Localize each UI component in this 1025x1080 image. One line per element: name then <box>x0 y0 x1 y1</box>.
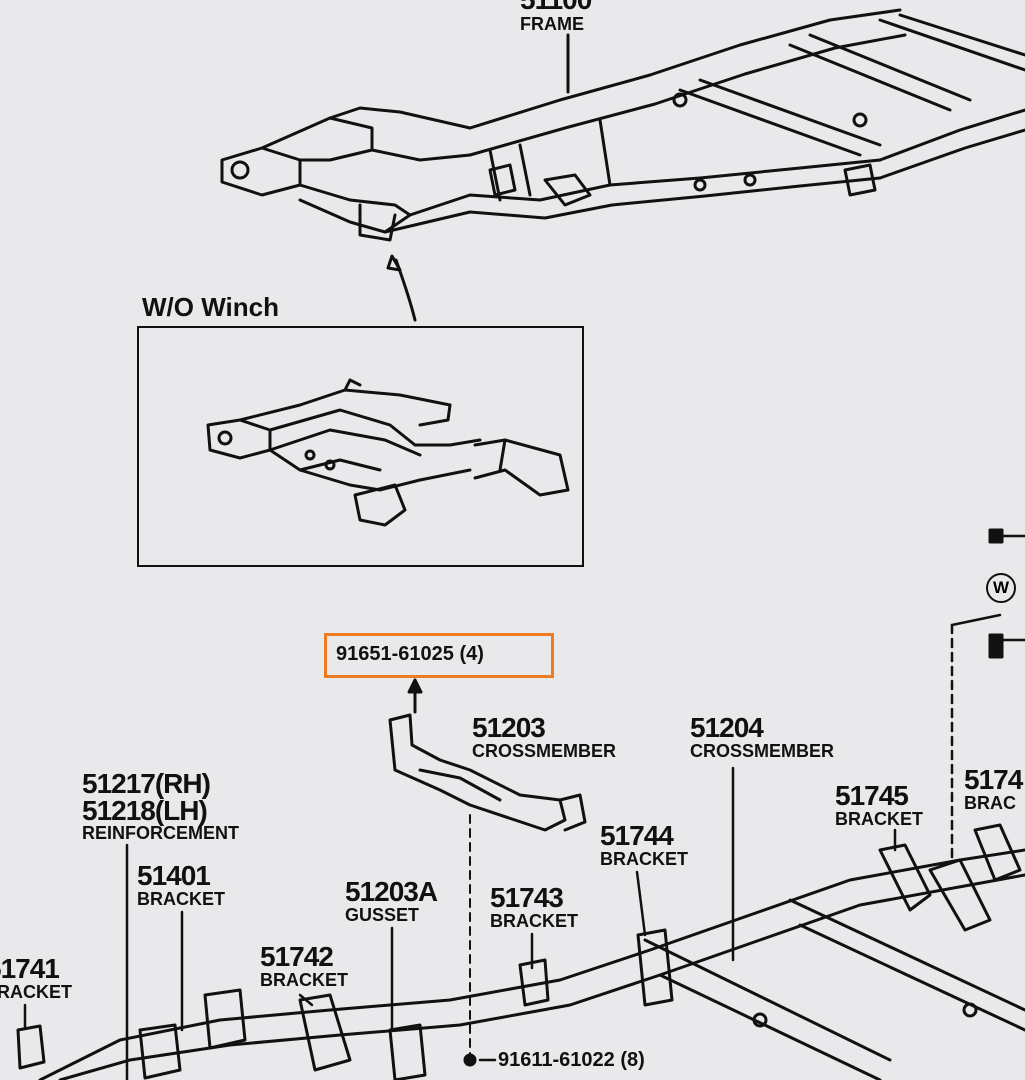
part-name-51203a: GUSSET <box>345 905 420 925</box>
part-name-5174x: BRAC <box>964 793 1016 813</box>
lower-frame-illustration <box>16 823 1025 1080</box>
bolt-icons <box>988 528 1004 659</box>
part-number-51743[interactable]: 51743 <box>490 882 564 913</box>
part-number-51401[interactable]: 51401 <box>137 860 211 891</box>
part-name-reinforcement: REINFORCEMENT <box>82 823 239 843</box>
part-number-51204[interactable]: 51204 <box>690 712 764 743</box>
part-name-51204: CROSSMEMBER <box>690 741 835 761</box>
frame-part-number: 51100 <box>520 0 592 14</box>
part-number-51742[interactable]: 51742 <box>260 941 334 972</box>
crossmember-51203-illustration <box>388 678 587 1061</box>
part-number-51741[interactable]: 51741 <box>0 953 60 984</box>
part-number-51744[interactable]: 51744 <box>600 820 674 851</box>
part-number-51745[interactable]: 51745 <box>835 780 909 811</box>
part-number-51203[interactable]: 51203 <box>472 712 546 743</box>
part-number-51217[interactable]: 51217(RH) <box>82 768 211 799</box>
bottom-bolt-label[interactable]: 91611-61022 (8) <box>498 1049 645 1071</box>
frame-illustration <box>220 8 1025 322</box>
part-name-51742: BRACKET <box>260 970 348 990</box>
part-number-51218[interactable]: 51218(LH) <box>82 795 208 826</box>
part-name-51741: BRACKET <box>0 982 72 1002</box>
highlighted-callout[interactable] <box>324 633 554 678</box>
inset-title: W/O Winch <box>142 292 279 322</box>
inset-frame-illustration <box>206 378 570 527</box>
part-name-51745: BRACKET <box>835 809 923 829</box>
frame-part-name: FRAME <box>520 14 584 34</box>
highlighted-bolt-label[interactable]: 91651-61025 (4) <box>336 643 484 665</box>
part-number-51203a[interactable]: 51203A <box>345 876 438 907</box>
callout-leaders <box>23 534 1025 1080</box>
part-name-51743: BRACKET <box>490 911 578 931</box>
part-name-51401: BRACKET <box>137 889 225 909</box>
part-name-51744: BRACKET <box>600 849 688 869</box>
part-name-51203: CROSSMEMBER <box>472 741 617 761</box>
part-number-5174x[interactable]: 5174 <box>964 764 1023 795</box>
inset-box <box>137 326 584 567</box>
winch-badge: W <box>986 573 1016 603</box>
